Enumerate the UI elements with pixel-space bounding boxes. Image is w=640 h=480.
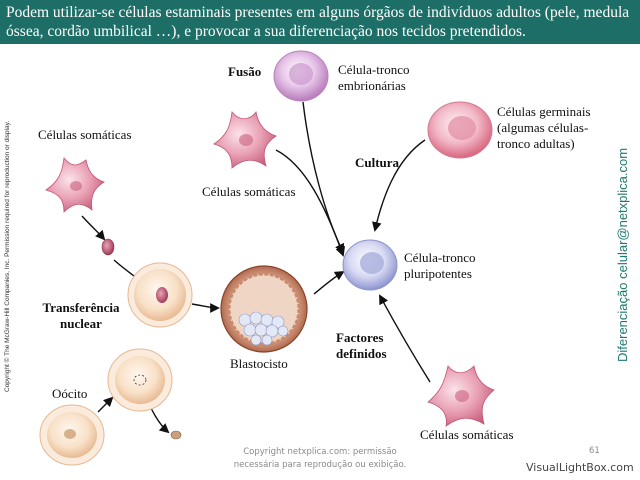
label-celula-tronco-pluripotentes: Célula-tronco pluripotentes <box>404 250 476 281</box>
removed-nucleus <box>170 430 182 440</box>
somatic-cell-bottom <box>427 365 495 427</box>
blastocyst <box>220 265 308 353</box>
label-celulas-somaticas-left: Células somáticas <box>38 127 132 142</box>
footer-copyright: Copyright netxplica.com: permissão neces… <box>233 447 407 470</box>
oocyte <box>39 404 105 466</box>
arrows <box>81 101 431 434</box>
label-cultura: Cultura <box>355 155 400 170</box>
somatic-nucleus <box>101 238 115 256</box>
somatic-cell-mid <box>213 111 277 169</box>
label-celulas-germinais: Células germinais (algumas células- tron… <box>497 104 591 151</box>
label-factores-definidos: Factores definidos <box>336 330 387 361</box>
arrow-germinal-to-pluripotent <box>372 139 426 232</box>
arrow-egg-to-blastocyst <box>191 303 220 313</box>
watermark-link[interactable]: VisualLightBox.com <box>526 461 634 474</box>
arrow-somatic-bottom-to-pluripotent <box>379 294 431 383</box>
somatic-cell-left <box>45 157 105 213</box>
egg-with-nucleus <box>127 262 193 328</box>
label-celulas-somaticas-mid: Células somáticas <box>202 184 296 199</box>
page-number: 61 <box>589 446 600 456</box>
label-celulas-somaticas-bottom: Células somáticas <box>420 427 514 442</box>
pluripotent-stem-cell <box>342 239 398 291</box>
arrow-embryonic-to-pluripotent <box>302 101 344 254</box>
label-blastocisto: Blastocisto <box>230 356 288 371</box>
germ-cell <box>427 101 493 159</box>
arrow-somatic-left-to-nucleus <box>81 215 106 241</box>
label-oocito: Oócito <box>52 386 88 401</box>
label-celula-tronco-embrionarias: Célula-tronco embrionárias <box>338 62 410 93</box>
arrow-somatic-mid-to-pluripotent <box>275 149 345 257</box>
label-transferencia-nuclear: Transferência nuclear <box>42 300 120 331</box>
label-fusao: Fusão <box>228 64 262 79</box>
arrow-blastocyst-to-pluripotent <box>313 270 345 295</box>
arrow-oocyte-to-egg <box>97 396 114 413</box>
title-banner: Podem utilizar-se células estaminais pre… <box>0 0 640 44</box>
embryonic-stem-cell <box>273 50 329 102</box>
banner-text: Podem utilizar-se células estaminais pre… <box>6 4 630 40</box>
oocyte-enucleated <box>107 348 173 412</box>
credit-vertical: Diferenciação celular@netxplica.com <box>615 147 630 362</box>
copyright-vertical: Copyright © The McGraw-Hill Companies, I… <box>4 120 11 392</box>
